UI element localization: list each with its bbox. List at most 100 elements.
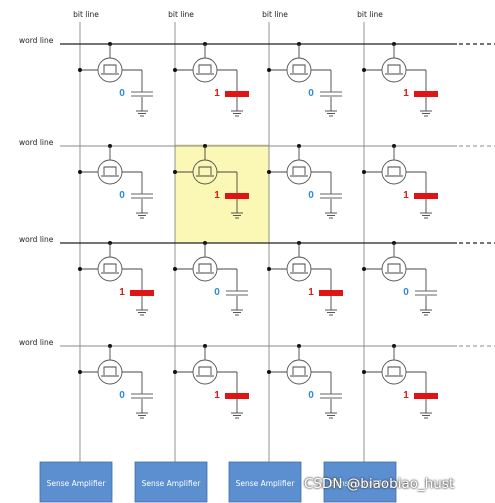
sense-amplifier [228,461,302,503]
transistor-channel [387,263,401,272]
memory-cell: 0 [267,42,342,117]
memory-cell: 0 [173,241,248,316]
memory-cell: 1 [362,42,438,117]
bit-value: 1 [403,190,409,201]
junction-dot [78,267,82,271]
charged-capacitor [414,193,438,199]
memory-cell: 0 [267,144,342,219]
junction-dot [78,370,82,374]
transistor-channel [103,366,117,375]
charged-capacitor [225,91,249,97]
sense-amplifier [39,461,113,503]
transistor [192,256,218,282]
charged-capacitor [414,91,438,97]
transistor [381,256,407,282]
memory-cell: 0 [362,241,437,316]
transistor-channel [292,366,306,375]
sense-amplifier [323,461,397,503]
transistor [192,57,218,83]
transistor [97,359,123,385]
transistor [97,57,123,83]
grid-lines [60,22,495,462]
transistor-channel [387,64,401,73]
bit-line-label: bit line [168,10,194,19]
transistor [97,159,123,185]
bit-value: 1 [308,287,314,298]
bit-value: 0 [119,190,125,201]
bit-value: 0 [308,88,314,99]
memory-cell: 1 [78,241,154,316]
memory-cell: 1 [173,344,249,419]
bit-value: 0 [403,287,409,298]
junction-dot [78,170,82,174]
transistor-channel [198,366,212,375]
transistor-channel [103,64,117,73]
word-line-label: word line [19,138,54,147]
sense-amplifier [134,461,208,503]
bit-line-label: bit line [357,10,383,19]
junction-dot [267,170,271,174]
junction-dot [362,170,366,174]
bit-value: 1 [403,390,409,401]
bit-value: 1 [214,88,220,99]
junction-dot [362,267,366,271]
memory-cell: 1 [173,42,249,117]
charged-capacitor [225,193,249,199]
junction-dot [267,370,271,374]
highlighted-cell [174,144,270,244]
transistor [97,256,123,282]
junction-dot [173,370,177,374]
charged-capacitor [225,393,249,399]
transistor-channel [387,166,401,175]
junction-dot [173,170,177,174]
junction-dot [362,370,366,374]
junction-dot [173,68,177,72]
line-labels: bit line bit line bit line bit line word lin… [19,10,383,347]
bit-value: 1 [119,287,125,298]
memory-cell: 1 [267,241,343,316]
transistor-channel [292,166,306,175]
transistor-channel [103,166,117,175]
memory-cell: 0 [267,344,342,419]
bit-value: 1 [214,390,220,401]
sense-amplifier-label: Sense Amplifier [142,479,202,488]
word-line-label: word line [19,338,54,347]
junction-dot [78,68,82,72]
memory-cell: 1 [362,144,438,219]
memory-cell: 0 [78,344,153,419]
transistor-channel [292,263,306,272]
sense-amplifiers: Sense Amplifier Sense Amplifier Sense Ampl… [39,461,397,503]
bit-value: 0 [308,190,314,201]
transistor [286,57,312,83]
junction-dot [173,267,177,271]
transistor-channel [292,64,306,73]
transistor-channel [387,366,401,375]
transistor [192,359,218,385]
junction-dot [267,267,271,271]
bit-value: 0 [119,88,125,99]
memory-cell: 0 [78,144,153,219]
transistor-channel [198,263,212,272]
bit-value: 0 [214,287,220,298]
junction-dot [362,68,366,72]
transistor-channel [198,64,212,73]
transistor-channel [198,166,212,175]
memory-cells: 0 1 0 1 0 1 0 1 1 0 1 0 0 1 0 1 [78,42,438,419]
word-line-label: word line [19,235,54,244]
bit-line-label: bit line [262,10,288,19]
transistor [381,159,407,185]
charged-capacitor [414,393,438,399]
transistor [286,256,312,282]
sense-amplifier-label: Sense Amplifier [236,479,296,488]
charged-capacitor [130,290,154,296]
bit-value: 0 [308,390,314,401]
sense-amplifier-label: Sense Amplifier [47,479,107,488]
junction-dot [267,68,271,72]
transistor [381,57,407,83]
memory-cell: 1 [362,344,438,419]
memory-cell: 1 [173,144,249,219]
bit-line-label: bit line [73,10,99,19]
sense-amplifier-label: Sense Amplifier [331,479,391,488]
memory-cell: 0 [78,42,153,117]
bit-value: 1 [214,190,220,201]
